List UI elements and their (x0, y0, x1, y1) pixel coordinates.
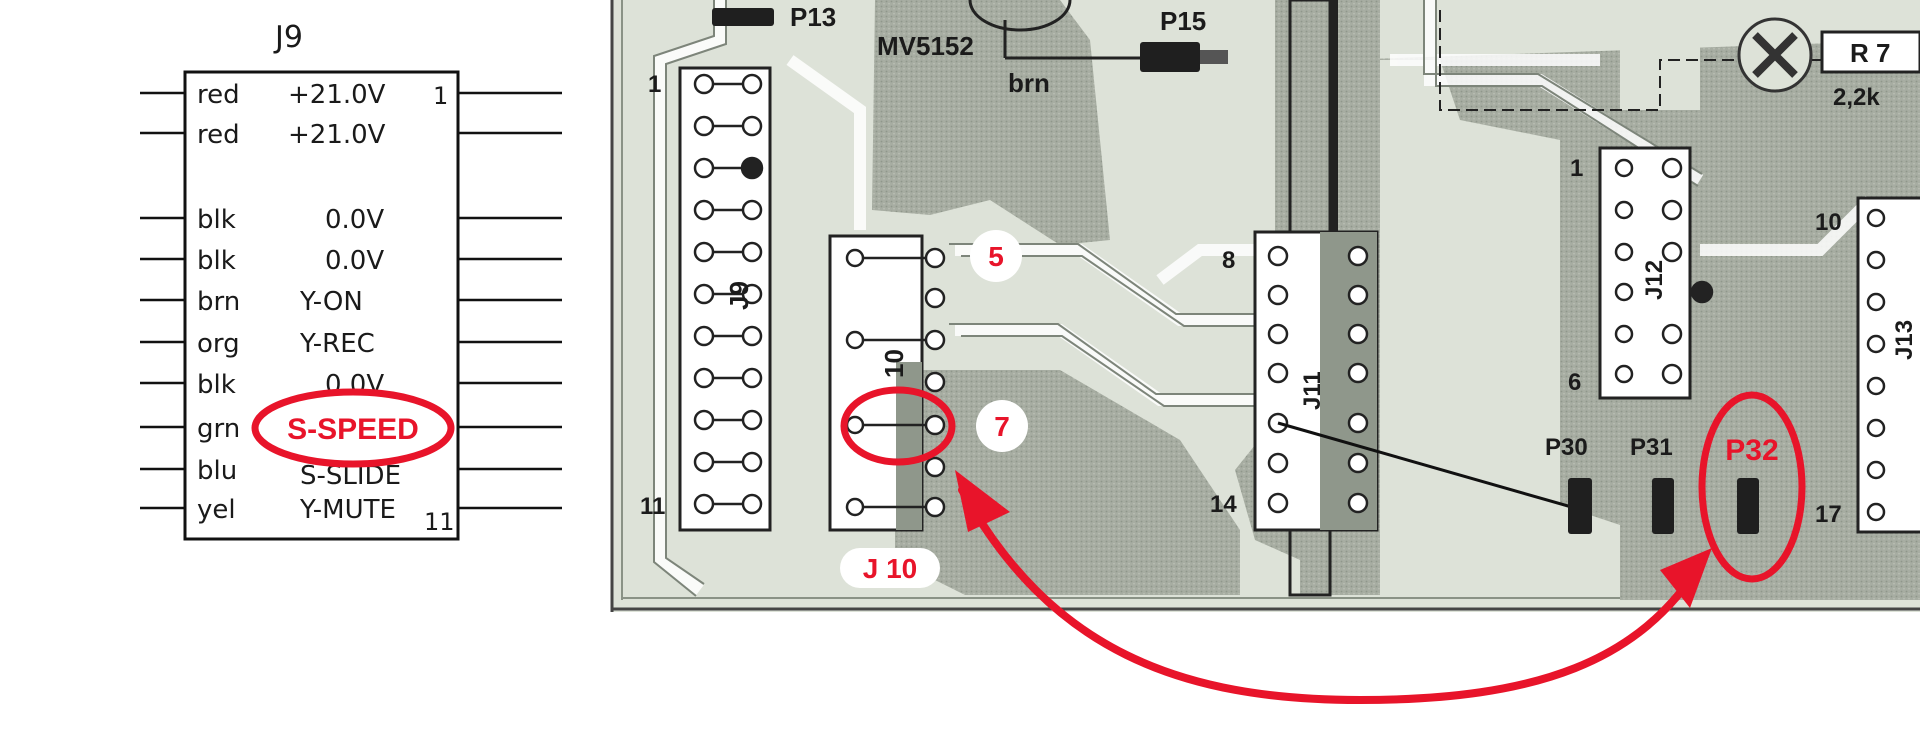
j12-label: J12 (1641, 260, 1668, 300)
schematic-row: red +21.0V (140, 120, 562, 150)
row-signal: Y-REC (299, 329, 375, 359)
p15-label: P15 (1160, 6, 1206, 36)
j9-pin-last: 11 (640, 493, 665, 520)
p32-highlight: P32 (1698, 391, 1806, 583)
j12-pins (1614, 157, 1714, 385)
p32-component (1737, 478, 1759, 534)
j10-pins (845, 247, 946, 518)
schematic-row: org Y-REC (140, 329, 562, 359)
p32-annotation: P32 (1725, 434, 1778, 467)
p13-label: P13 (790, 2, 836, 32)
brn-label: brn (1008, 68, 1050, 98)
j13-connector: J13 10 17 (1815, 196, 1920, 534)
schematic-row: brn Y-ON (140, 287, 562, 317)
row-color: blk (197, 246, 236, 276)
annotations: 5 7 J 10 P32 (840, 230, 1806, 705)
mv5152-label: MV5152 (877, 31, 974, 61)
row-signal: Y-MUTE (299, 495, 396, 525)
j11-pin-first: 8 (1222, 247, 1235, 274)
j13-label: J13 (1891, 320, 1918, 360)
schematic-row: yel Y-MUTE (140, 495, 562, 525)
schematic-pin-last: 11 (424, 508, 455, 536)
pin7-badge: 7 (976, 400, 1028, 452)
j13-pin-first: 10 (1815, 209, 1842, 236)
j12-connector: J12 1 6 (1568, 146, 1714, 400)
r7-value: 2,2k (1833, 84, 1880, 111)
p31-label: P31 (1630, 434, 1673, 461)
row-color: org (197, 329, 240, 359)
j13-pins (1866, 208, 1886, 522)
arrowhead-left (955, 470, 1010, 532)
pin7-label: 7 (994, 411, 1010, 442)
schematic-row: grn (140, 414, 562, 444)
row-signal: Y-ON (299, 287, 363, 317)
j9-connector: J9 1 11 (640, 66, 772, 532)
j11-pin-last: 14 (1210, 491, 1237, 518)
j9-pins (693, 73, 764, 515)
row-signal: 0.0V (325, 205, 384, 235)
row-color: blk (197, 370, 236, 400)
row-signal: 0.0V (325, 246, 384, 276)
row-signal: +21.0V (288, 80, 386, 110)
j10-annotation: J 10 (863, 553, 918, 584)
s-speed-label: S-SPEED (287, 413, 419, 446)
transistor-mv5152: MV5152 brn (877, 0, 1190, 98)
schematic-title: J9 (273, 20, 303, 55)
s-speed-highlight: S-SPEED (251, 388, 455, 468)
schematic-row: blk 0.0V (140, 205, 562, 235)
r7-label: R 7 (1850, 38, 1890, 68)
row-color: red (197, 120, 240, 150)
p30-component: P30 (1277, 421, 1592, 534)
j10-label: 10 (879, 349, 909, 378)
row-color: yel (197, 495, 236, 525)
schematic-pin-first: 1 (433, 82, 448, 110)
connection-arrow (958, 486, 1704, 705)
pin7-highlight (840, 386, 956, 466)
row-signal: +21.0V (288, 120, 386, 150)
row-color: blu (197, 456, 237, 486)
j9-label: J9 (724, 281, 754, 310)
j12-pin-first: 1 (1570, 155, 1583, 182)
row-color: grn (197, 414, 240, 444)
p30-label: P30 (1545, 434, 1588, 461)
r7-component: R 7 2,2k (1737, 17, 1920, 111)
p31-component: P31 (1630, 434, 1674, 534)
p13-component: P13 (712, 2, 836, 32)
pcb-layout: P13 MV5152 brn P15 R 7 2,2k (610, 0, 1920, 612)
j13-pin-last: 17 (1815, 501, 1842, 528)
pin5-badge: 5 (970, 230, 1022, 282)
row-color: red (197, 80, 240, 110)
j10-badge: J 10 (840, 548, 940, 588)
j9-schematic: J9 1 11 red +21.0V red +21.0V blk 0.0V b… (140, 20, 562, 541)
schematic-row: blu S-SLIDE (140, 456, 562, 491)
row-color: brn (197, 287, 240, 317)
j10-connector: 10 (828, 234, 946, 532)
schematic-row: red +21.0V (140, 80, 562, 110)
j9-pin-first: 1 (648, 71, 661, 98)
j12-pin-last: 6 (1568, 369, 1581, 396)
pin5-label: 5 (988, 241, 1004, 272)
schematic-row: blk 0.0V (140, 246, 562, 276)
arrowhead-right (1660, 548, 1712, 608)
row-color: blk (197, 205, 236, 235)
p15-component: P15 (1140, 6, 1228, 72)
j11-label: J11 (1299, 371, 1326, 410)
